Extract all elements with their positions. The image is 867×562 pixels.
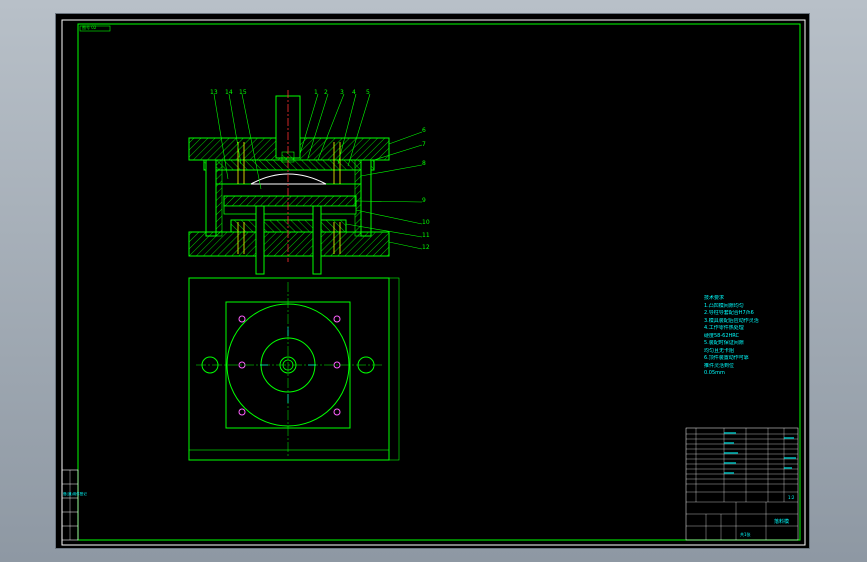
note-line: 2.导柱导套配合H7/h6: [704, 310, 754, 316]
note-line: 0.05mm: [704, 370, 725, 376]
note-line: 6.顶件装置动作可靠: [704, 355, 749, 361]
part-label-15: 15: [239, 89, 247, 96]
sheet-outer-border: [61, 19, 806, 546]
part-label-14: 14: [225, 89, 233, 96]
part-label-12: 12: [422, 244, 430, 251]
notes-title: 技术要求: [704, 295, 725, 301]
part-label-3: 3: [340, 89, 344, 96]
part-label-1: 1: [314, 89, 318, 96]
corner-tag-box: [79, 25, 111, 32]
left-stamp-strip: [61, 469, 79, 541]
part-label-7: 7: [422, 141, 426, 148]
part-label-2: 2: [324, 89, 328, 96]
note-line: 1.凸凹模间隙均匀: [704, 302, 744, 309]
part-label-8: 8: [422, 160, 426, 167]
note-line: 推件灵活到位: [704, 362, 735, 369]
note-line: 3.模具装配后应动作灵活: [704, 317, 759, 324]
title-block: [685, 427, 799, 541]
note-line: 硬度58-62HRC: [704, 332, 740, 339]
plan-view: [188, 277, 400, 461]
note-line: 5.装配时保证间隙: [704, 340, 744, 346]
sheet-count: 共1张: [740, 532, 751, 537]
drawing-name: 落料模: [774, 519, 790, 525]
note-line: 均匀且无卡阻: [704, 347, 735, 354]
sheet-inner-border: [77, 23, 801, 541]
part-label-6: 6: [422, 127, 426, 134]
part-label-9: 9: [422, 197, 426, 204]
corner-tag: 图号 02: [82, 25, 97, 30]
part-label-5: 5: [366, 89, 370, 96]
section-view: [188, 90, 423, 275]
technical-notes: 技术要求 1.凸凹模间隙均匀 2.导柱导套配合H7/h6 3.模具装配后应动作灵…: [704, 295, 774, 378]
part-label-10: 10: [422, 219, 430, 226]
cad-drawing: [61, 19, 806, 546]
scale-value: 1:2: [788, 495, 795, 500]
left-stamp-text: 借(通)用件登记: [63, 492, 87, 496]
part-label-13: 13: [210, 89, 218, 96]
part-label-11: 11: [422, 232, 430, 239]
note-line: 4.工作零件热处理: [704, 325, 744, 331]
part-label-4: 4: [352, 89, 356, 96]
